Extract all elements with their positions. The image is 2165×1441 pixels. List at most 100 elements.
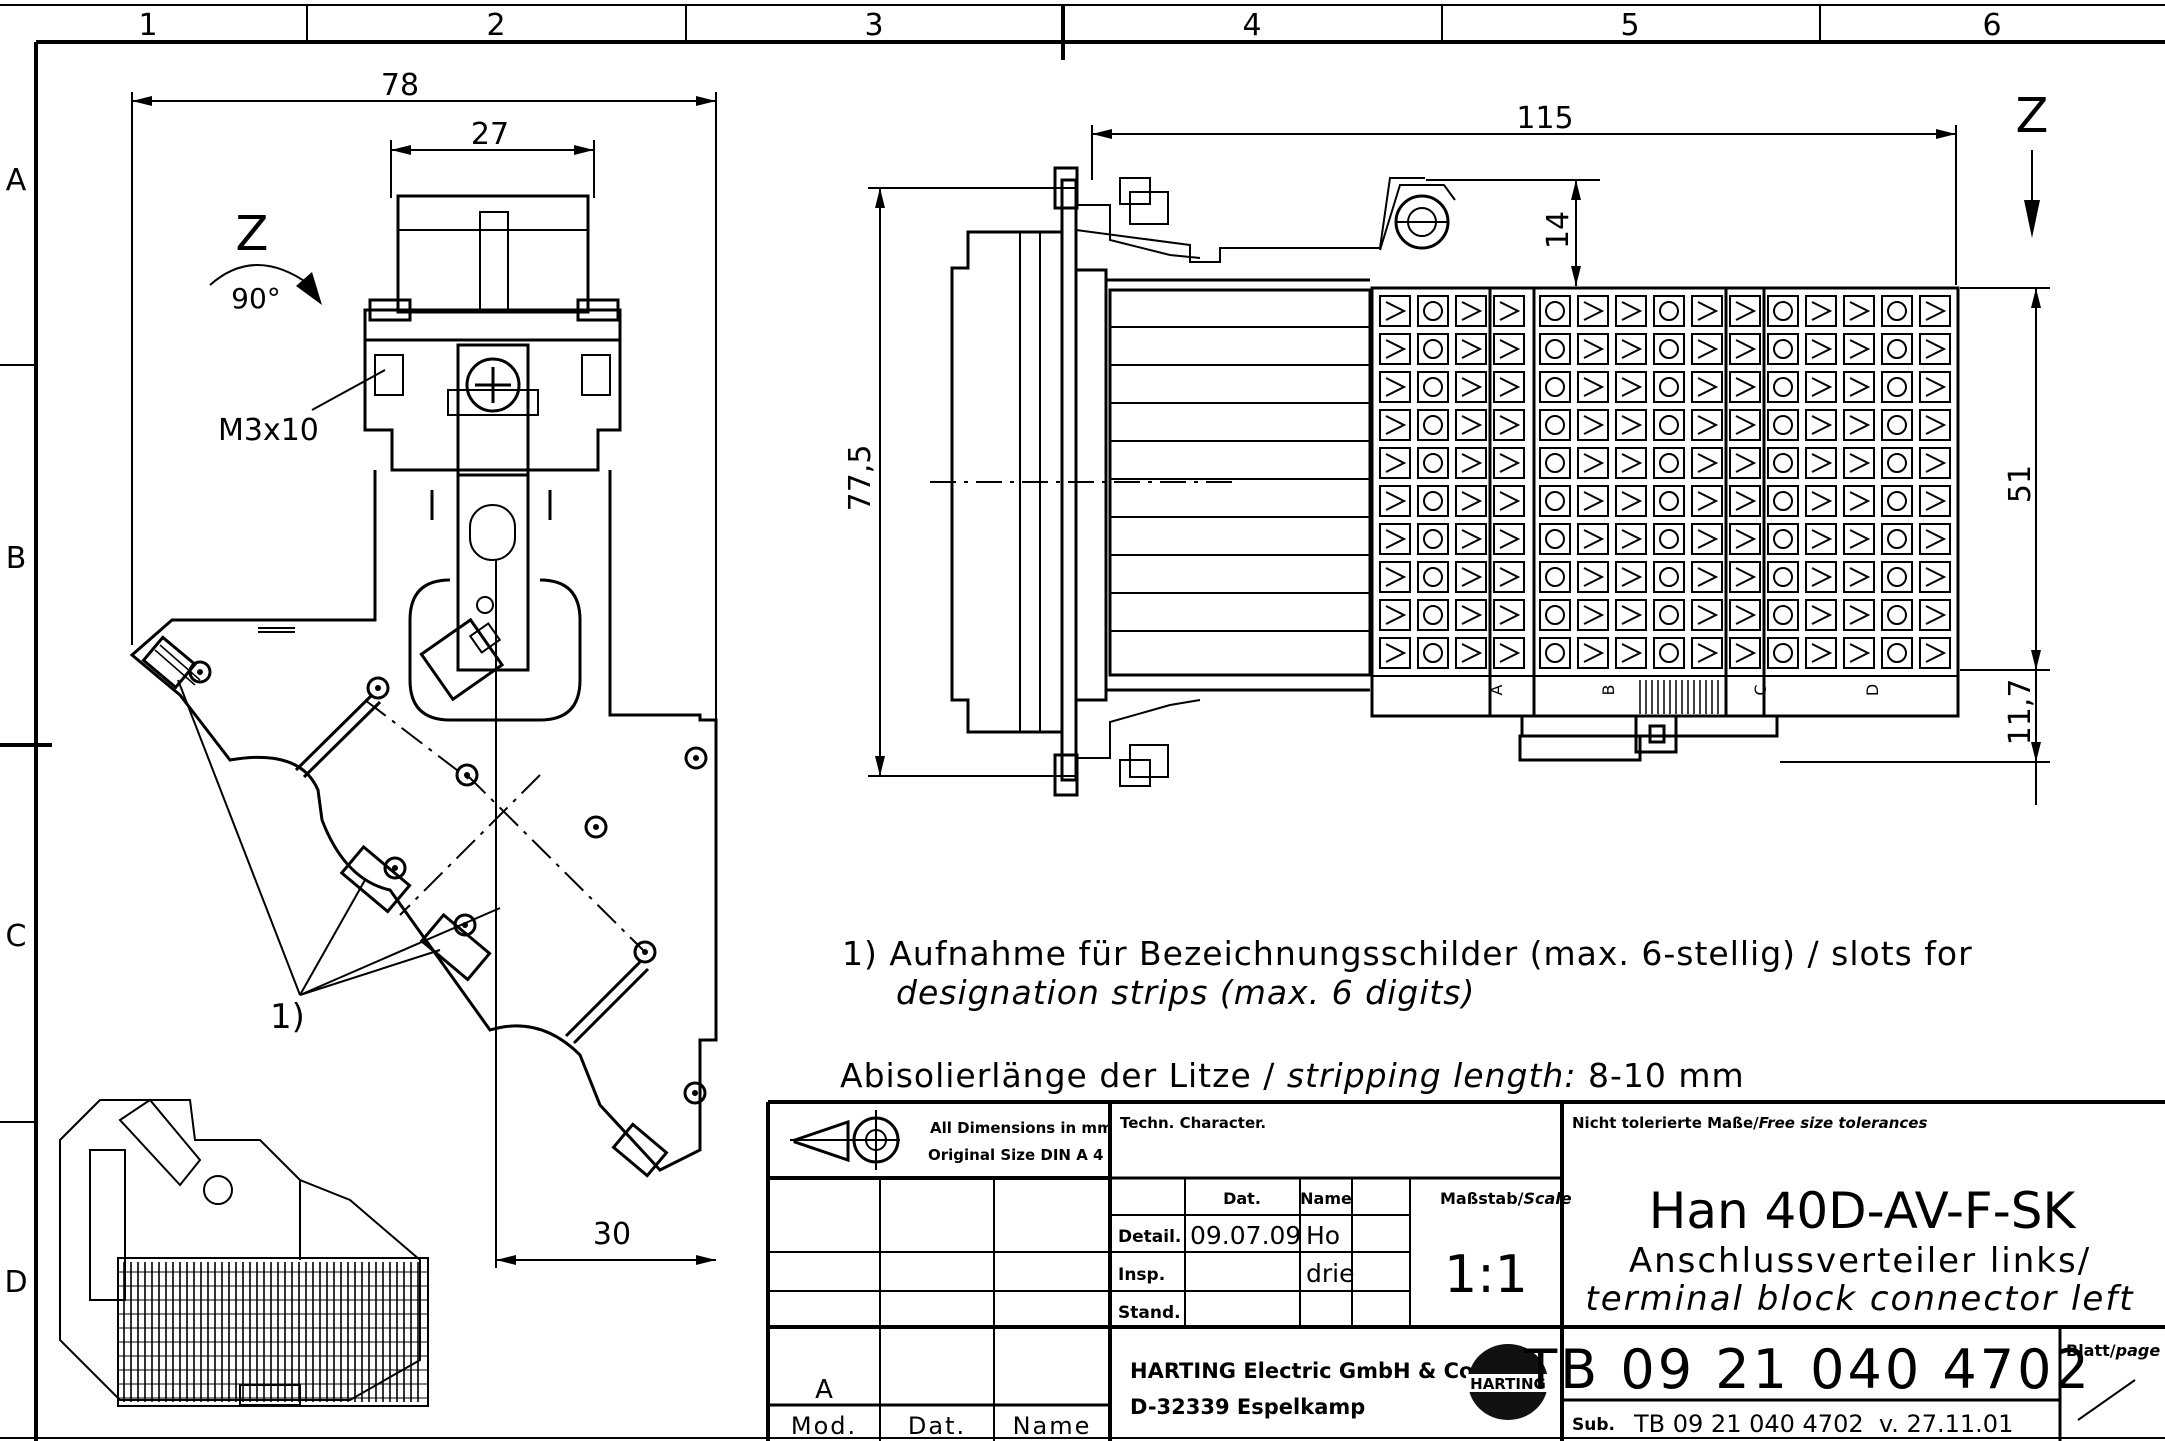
terminal-cell: [1539, 561, 1571, 593]
isometric-terminals: [117, 1257, 429, 1407]
terminal-clip: [1925, 377, 1947, 397]
terminal-screw: [1545, 339, 1565, 359]
dimension-label: 115: [1516, 101, 1573, 136]
dimension-label: 30: [593, 1217, 631, 1252]
sheet-label: Blatt/page: [2066, 1341, 2160, 1360]
terminal-screw: [1773, 491, 1793, 511]
terminal-cell: [1417, 333, 1449, 365]
terminal-cell: [1805, 333, 1837, 365]
column-label: 2: [486, 8, 505, 43]
terminal-screw: [1773, 339, 1793, 359]
terminal-cell: [1493, 409, 1525, 441]
column-label: 3: [864, 8, 883, 43]
terminal-cell: [1417, 295, 1449, 327]
name-label: Name: [1013, 1412, 1092, 1440]
terminal-screw: [1773, 529, 1793, 549]
terminal-cell: [1729, 599, 1761, 631]
terminal-cell: [1615, 599, 1647, 631]
terminal-screw: [1423, 415, 1443, 435]
tolerances-label: Nicht tolerierte Maße/Free size toleranc…: [1572, 1114, 1927, 1132]
terminal-screw: [1545, 453, 1565, 473]
terminal-cell: [1767, 409, 1799, 441]
dimensions-note-2: Original Size DIN A 4: [928, 1146, 1103, 1164]
row-label: A: [6, 163, 27, 198]
terminal-screw: [1423, 529, 1443, 549]
terminal-cell: [1539, 485, 1571, 517]
terminal-clip: [1925, 529, 1947, 549]
terminal-screw: [1887, 453, 1907, 473]
terminal-cell: [1729, 371, 1761, 403]
terminal-cell: [1805, 599, 1837, 631]
terminal-clip: [1583, 567, 1605, 587]
terminal-clip: [1385, 567, 1407, 587]
drawing-number: TB 09 21 040 4702: [1523, 1338, 2092, 1401]
terminal-screw: [1545, 377, 1565, 397]
terminal-cell: [1455, 333, 1487, 365]
terminal-cell: [1379, 295, 1411, 327]
dimension-30: 30: [495, 560, 716, 1268]
terminal-clip: [1583, 529, 1605, 549]
dimension-11-7: 11,7: [1780, 670, 2050, 805]
terminal-clip: [1697, 377, 1719, 397]
mod-label: Mod.: [791, 1412, 857, 1440]
terminal-cell: [1493, 561, 1525, 593]
column-label: 6: [1982, 8, 2001, 43]
column-date: Dat.: [1223, 1189, 1261, 1208]
terminal-clip: [1583, 605, 1605, 625]
terminal-clip: [1849, 453, 1871, 473]
terminal-cell: [1805, 409, 1837, 441]
terminal-cell: [1379, 599, 1411, 631]
terminal-clip: [1925, 567, 1947, 587]
dimension-77-5: 77,5: [843, 187, 1075, 777]
terminal-cell: [1539, 295, 1571, 327]
terminal-screw: [1423, 453, 1443, 473]
terminal-cell: [1919, 447, 1951, 479]
terminal-clip: [1735, 339, 1757, 359]
terminal-cell: [1577, 523, 1609, 555]
dimension-27: 27: [390, 117, 595, 198]
terminal-screw: [1887, 415, 1907, 435]
terminal-cell: [1455, 485, 1487, 517]
terminal-cell: [1919, 637, 1951, 669]
terminal-cell: [1881, 637, 1913, 669]
terminal-screw: [1773, 605, 1793, 625]
terminal-screw: [1545, 605, 1565, 625]
row-labels: A B C D: [4, 163, 27, 1300]
terminal-screw: [1659, 339, 1679, 359]
terminal-clip: [1583, 415, 1605, 435]
dimensions-note-1: All Dimensions in mm: [930, 1119, 1113, 1137]
terminal-cell: [1805, 295, 1837, 327]
terminal-screw: [1887, 567, 1907, 587]
terminal-cell: [1539, 637, 1571, 669]
row-label: B: [6, 541, 27, 576]
terminal-clip: [1461, 377, 1483, 397]
terminal-cell: [1767, 333, 1799, 365]
terminal-clip: [1811, 301, 1833, 321]
terminal-screw: [1887, 643, 1907, 663]
terminal-screw: [1773, 453, 1793, 473]
terminal-cell: [1691, 447, 1723, 479]
terminal-cell: [1577, 447, 1609, 479]
terminal-clip: [1811, 529, 1833, 549]
terminal-clip: [1621, 491, 1643, 511]
product-desc-en: terminal block connector left: [1585, 1279, 2134, 1319]
terminal-cell: [1843, 637, 1875, 669]
block-letter: C: [1751, 684, 1770, 695]
block-letters: A B C D: [1487, 684, 1882, 696]
terminal-cell: [1653, 295, 1685, 327]
terminal-clip: [1849, 567, 1871, 587]
screws: [188, 660, 708, 1105]
block-letter: D: [1863, 684, 1882, 696]
callout-label: 1): [270, 997, 305, 1037]
terminal-cell: [1843, 295, 1875, 327]
terminal-cell: [1691, 333, 1723, 365]
terminal-clip: [1735, 605, 1757, 625]
terminal-clip: [1811, 453, 1833, 473]
terminal-cell: [1455, 409, 1487, 441]
terminal-clip: [1499, 491, 1521, 511]
terminal-screw: [1423, 491, 1443, 511]
terminal-screw: [1659, 605, 1679, 625]
terminal-cell: [1881, 447, 1913, 479]
terminal-cell: [1729, 447, 1761, 479]
